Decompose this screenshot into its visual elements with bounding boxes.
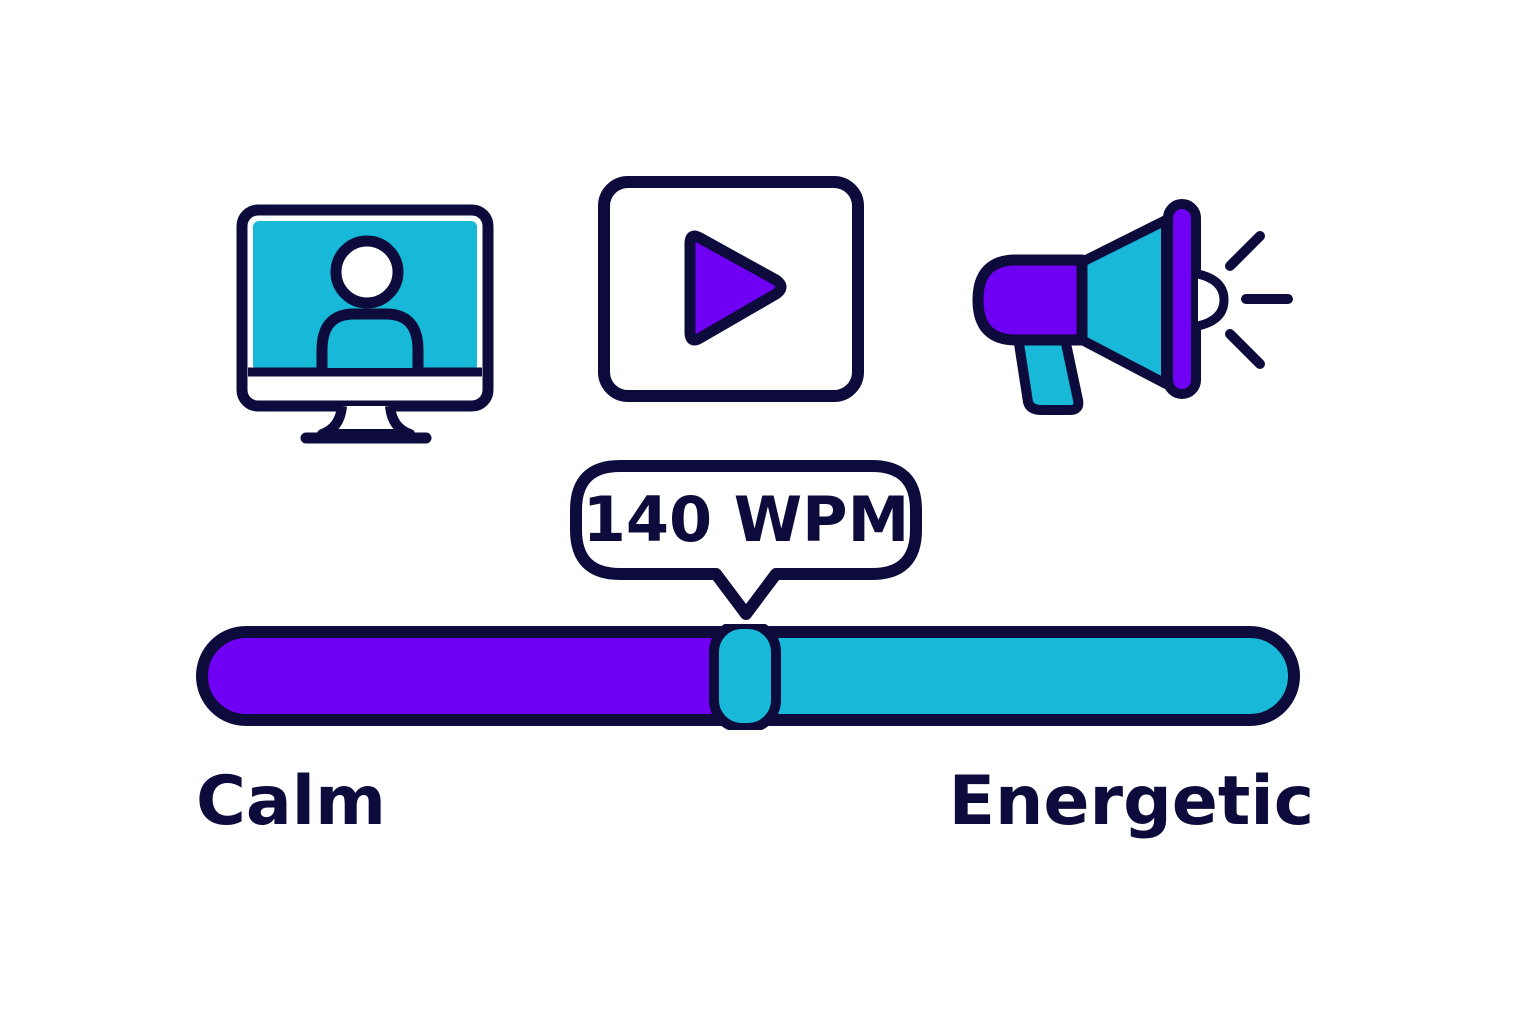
speech-pace-slider[interactable]	[196, 624, 1300, 730]
megaphone-icon[interactable]	[970, 196, 1300, 418]
slider-thumb	[709, 624, 781, 730]
slider-max-label: Energetic	[948, 762, 1314, 841]
slider-remaining-track	[746, 632, 1294, 720]
slider-fill	[202, 632, 746, 720]
slider-value-tooltip: 140 WPM	[570, 460, 922, 620]
slider-min-label: Calm	[196, 762, 386, 841]
play-video-icon[interactable]	[594, 172, 870, 404]
video-call-monitor-icon[interactable]	[236, 200, 498, 450]
slider-value-label: 140 WPM	[582, 483, 910, 556]
